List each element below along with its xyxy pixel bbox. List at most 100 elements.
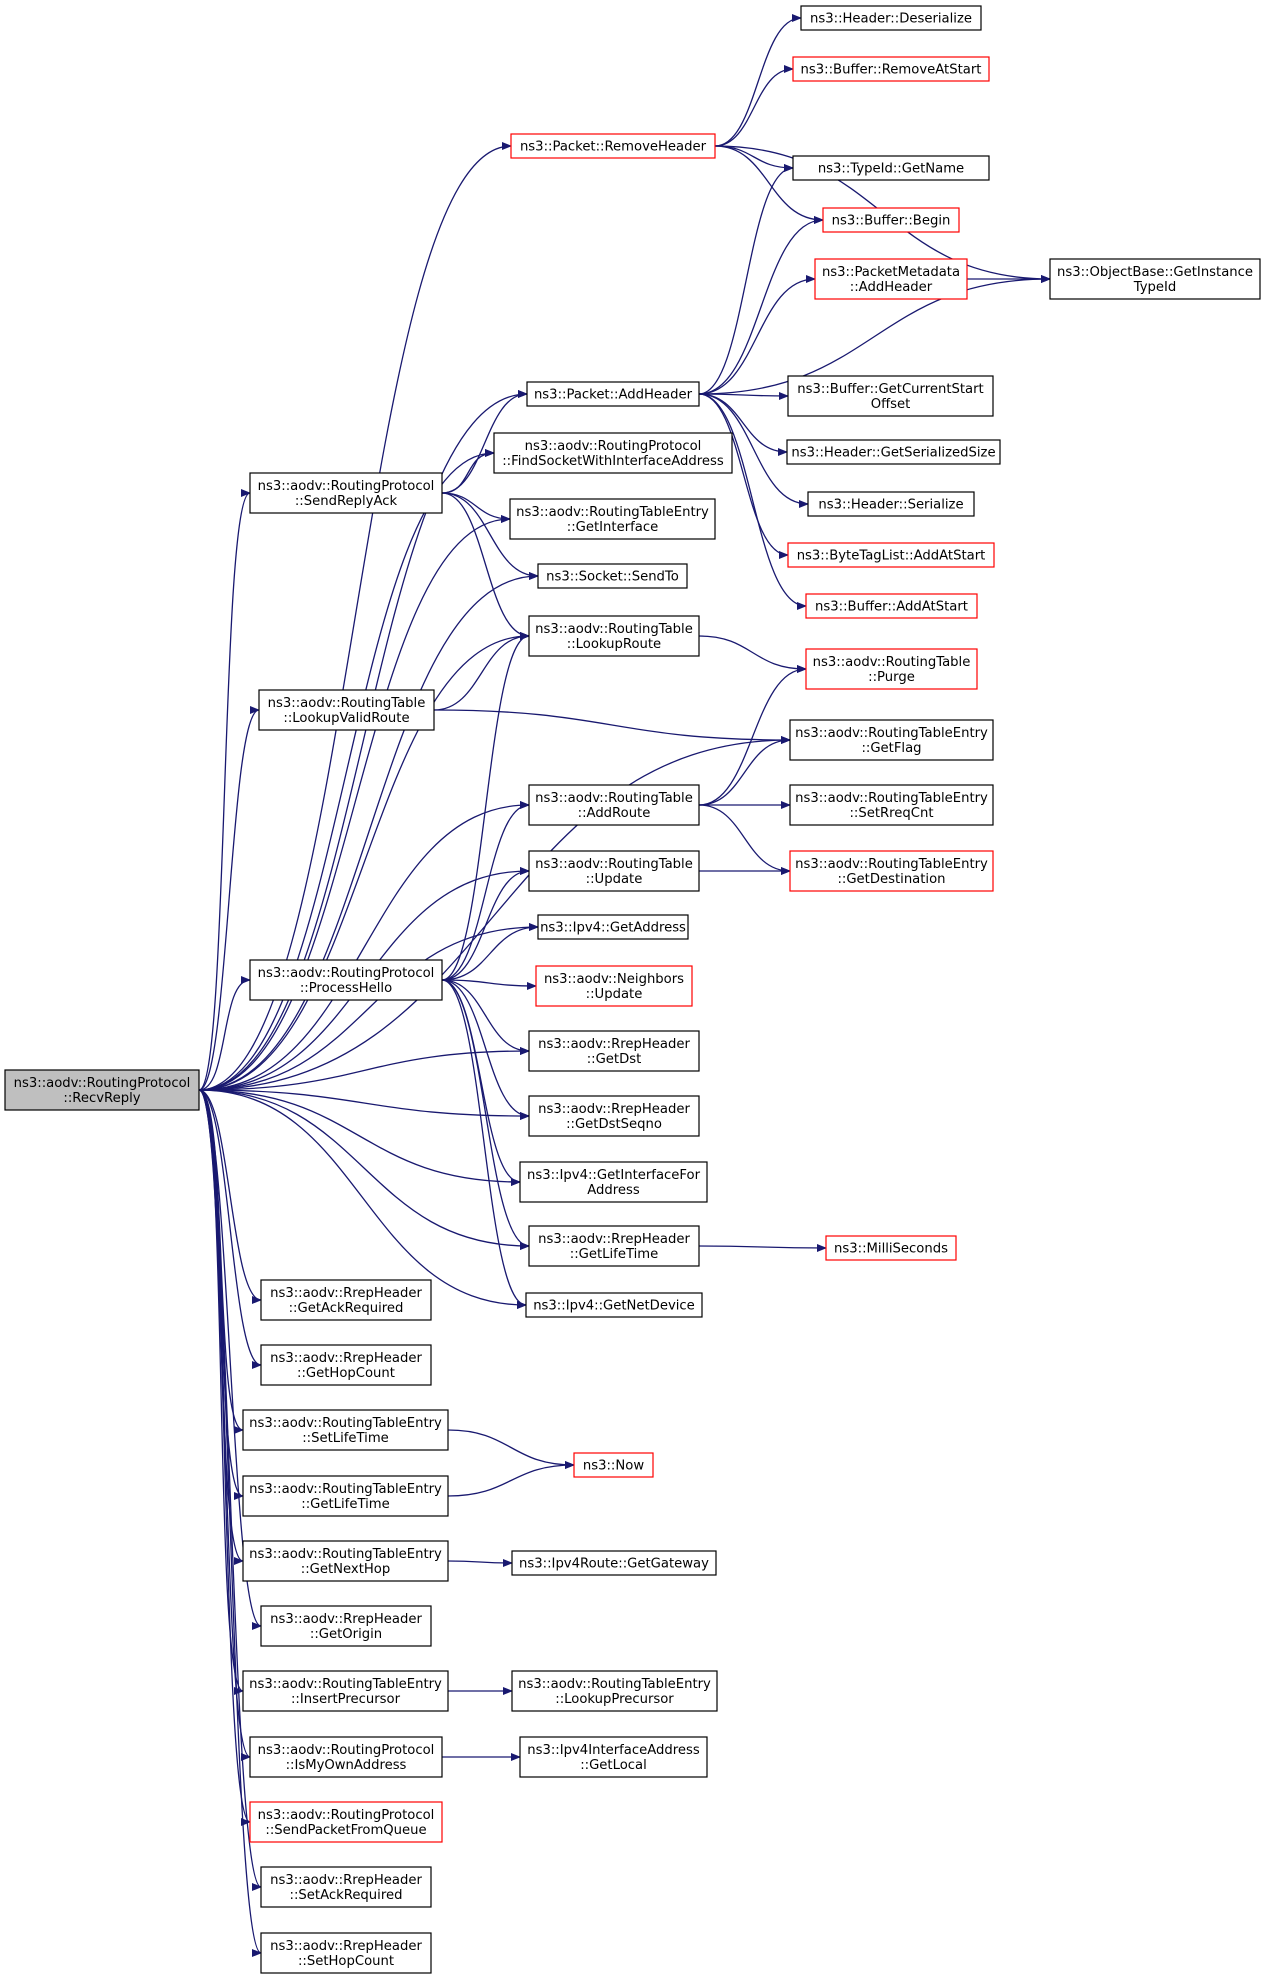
node-label: ns3::aodv::RoutingProtocol bbox=[258, 479, 435, 494]
call-edge-LookupValidRoute-to-LookupRoute bbox=[433, 632, 530, 711]
call-edge-RecvReply-to-GetFlag bbox=[198, 736, 791, 1091]
node-box bbox=[787, 375, 994, 417]
call-edge-ProcessHello-to-AddRoute bbox=[441, 801, 530, 981]
node-box bbox=[509, 498, 716, 540]
node-IsMyOwnAddress[interactable]: ns3::aodv::RoutingProtocol::IsMyOwnAddre… bbox=[249, 1736, 443, 1778]
node-label: ns3::aodv::RrepHeader bbox=[270, 1612, 422, 1627]
node-label: ::SetRreqCnt bbox=[849, 806, 933, 821]
node-RTUpdate[interactable]: ns3::aodv::RoutingTable::Update bbox=[528, 850, 700, 892]
node-GetInterfaceRTE[interactable]: ns3::aodv::RoutingTableEntry::GetInterfa… bbox=[509, 498, 716, 540]
node-box bbox=[510, 133, 716, 159]
node-GetNextHop[interactable]: ns3::aodv::RoutingTableEntry::GetNextHop bbox=[242, 1540, 449, 1582]
node-box bbox=[789, 850, 994, 892]
node-ByteTagAddAtStart[interactable]: ns3::ByteTagList::AddAtStart bbox=[787, 542, 995, 568]
node-box bbox=[242, 1670, 449, 1712]
node-GetNetDevice[interactable]: ns3::Ipv4::GetNetDevice bbox=[525, 1292, 703, 1318]
node-GetLocal[interactable]: ns3::Ipv4InterfaceAddress::GetLocal bbox=[519, 1736, 708, 1778]
node-NeighborsUpdate[interactable]: ns3::aodv::Neighbors::Update bbox=[535, 965, 693, 1007]
node-label: ::Update bbox=[586, 872, 643, 887]
node-RemoveAtStart[interactable]: ns3::Buffer::RemoveAtStart bbox=[792, 56, 990, 82]
node-LookupRoute[interactable]: ns3::aodv::RoutingTable::LookupRoute bbox=[528, 615, 700, 657]
node-GetDst[interactable]: ns3::aodv::RrepHeader::GetDst bbox=[528, 1030, 700, 1072]
node-LookupPrecursor[interactable]: ns3::aodv::RoutingTableEntry::LookupPrec… bbox=[511, 1670, 718, 1712]
node-label: ns3::Buffer::AddAtStart bbox=[815, 600, 968, 615]
call-edge-AddHeader-to-PMAddHeader bbox=[698, 275, 816, 395]
node-GetLifeTimeRTE[interactable]: ns3::aodv::RoutingTableEntry::GetLifeTim… bbox=[242, 1475, 449, 1517]
call-edge-RecvReply-to-RemoveHeader bbox=[198, 142, 512, 1091]
node-SetLifeTimeRTE[interactable]: ns3::aodv::RoutingTableEntry::SetLifeTim… bbox=[242, 1409, 449, 1451]
node-AddHeader[interactable]: ns3::Packet::AddHeader bbox=[526, 381, 700, 407]
node-BufferAddAtStart[interactable]: ns3::Buffer::AddAtStart bbox=[805, 593, 978, 619]
node-LookupValidRoute[interactable]: ns3::aodv::RoutingTable::LookupValidRout… bbox=[258, 689, 435, 731]
call-edge-RecvReply-to-GetOrigin bbox=[198, 1089, 262, 1630]
node-Purge[interactable]: ns3::aodv::RoutingTable::Purge bbox=[805, 648, 978, 690]
node-GetFlag[interactable]: ns3::aodv::RoutingTableEntry::GetFlag bbox=[789, 719, 994, 761]
call-edge-SendReplyAck-to-GetInterfaceRTE bbox=[441, 492, 511, 523]
call-edge-ProcessHello-to-LookupRoute bbox=[441, 632, 530, 981]
node-label: ns3::Packet::AddHeader bbox=[534, 388, 693, 403]
node-label: ::SendReplyAck bbox=[295, 494, 398, 509]
node-GetAddress[interactable]: ns3::Ipv4::GetAddress bbox=[537, 914, 689, 940]
node-InsertPrecursor[interactable]: ns3::aodv::RoutingTableEntry::InsertPrec… bbox=[242, 1670, 449, 1712]
node-label: ns3::Packet::RemoveHeader bbox=[520, 140, 707, 155]
node-label: ns3::aodv::RrepHeader bbox=[270, 1351, 422, 1366]
node-GetName[interactable]: ns3::TypeId::GetName bbox=[792, 155, 990, 181]
node-SetRreqCnt[interactable]: ns3::aodv::RoutingTableEntry::SetRreqCnt bbox=[789, 784, 994, 826]
node-ProcessHello[interactable]: ns3::aodv::RoutingProtocol::ProcessHello bbox=[249, 959, 443, 1001]
node-SendPacketFromQueue[interactable]: ns3::aodv::RoutingProtocol::SendPacketFr… bbox=[249, 1801, 443, 1843]
node-label: ns3::aodv::RoutingTableEntry bbox=[249, 1482, 442, 1497]
node-MilliSeconds[interactable]: ns3::MilliSeconds bbox=[825, 1235, 957, 1261]
call-edge-RemoveHeader-to-Deserialize bbox=[714, 14, 802, 147]
node-RemoveHeader[interactable]: ns3::Packet::RemoveHeader bbox=[510, 133, 716, 159]
node-GetOrigin[interactable]: ns3::aodv::RrepHeader::GetOrigin bbox=[260, 1605, 432, 1647]
node-AddRoute[interactable]: ns3::aodv::RoutingTable::AddRoute bbox=[528, 784, 700, 826]
node-label: Address bbox=[587, 1183, 640, 1198]
node-GetSerializedSize[interactable]: ns3::Header::GetSerializedSize bbox=[786, 439, 1001, 465]
node-PMAddHeader[interactable]: ns3::PacketMetadata::AddHeader bbox=[814, 258, 968, 300]
node-box bbox=[814, 258, 968, 300]
node-GetDestination[interactable]: ns3::aodv::RoutingTableEntry::GetDestina… bbox=[789, 850, 994, 892]
node-box bbox=[800, 5, 982, 31]
node-SetAckRequired[interactable]: ns3::aodv::RrepHeader::SetAckRequired bbox=[260, 1866, 432, 1908]
call-edge-RecvReply-to-GetHopCount bbox=[198, 1089, 262, 1369]
node-label: ns3::aodv::RoutingTableEntry bbox=[518, 1677, 711, 1692]
node-GetGateway[interactable]: ns3::Ipv4Route::GetGateway bbox=[511, 1550, 717, 1576]
node-GetDstSeqno[interactable]: ns3::aodv::RrepHeader::GetDstSeqno bbox=[528, 1095, 700, 1137]
call-edge-RecvReply-to-InsertPrecursor bbox=[198, 1089, 244, 1695]
call-edge-RecvReply-to-GetAckRequired bbox=[198, 1089, 262, 1304]
node-label: ns3::Ipv4::GetInterfaceFor bbox=[527, 1168, 701, 1183]
call-edge-RemoveHeader-to-Begin bbox=[714, 145, 824, 224]
node-label: ns3::aodv::RrepHeader bbox=[270, 1286, 422, 1301]
call-edge-AddRoute-to-GetFlag bbox=[698, 736, 791, 806]
node-label: ns3::Socket::SendTo bbox=[546, 570, 679, 585]
node-Deserialize[interactable]: ns3::Header::Deserialize bbox=[800, 5, 982, 31]
call-edge-ProcessHello-to-NeighborsUpdate bbox=[441, 979, 537, 990]
node-label: ::AddRoute bbox=[578, 806, 651, 821]
node-box bbox=[825, 1235, 957, 1261]
node-label: ns3::Buffer::Begin bbox=[832, 214, 951, 229]
node-SendReplyAck[interactable]: ns3::aodv::RoutingProtocol::SendReplyAck bbox=[249, 472, 443, 514]
node-GetHopCount[interactable]: ns3::aodv::RrepHeader::GetHopCount bbox=[260, 1344, 432, 1386]
call-edge-SendReplyAck-to-FindSocket bbox=[441, 449, 495, 494]
node-label: ns3::Header::Deserialize bbox=[810, 12, 972, 27]
node-SetHopCount[interactable]: ns3::aodv::RrepHeader::SetHopCount bbox=[260, 1932, 432, 1974]
node-Begin[interactable]: ns3::Buffer::Begin bbox=[822, 207, 960, 233]
node-label: ::GetHopCount bbox=[297, 1366, 395, 1381]
node-box bbox=[519, 1161, 708, 1203]
node-Serialize[interactable]: ns3::Header::Serialize bbox=[807, 491, 975, 517]
node-GetLifeTimeRrep[interactable]: ns3::aodv::RrepHeader::GetLifeTime bbox=[528, 1225, 700, 1267]
node-RecvReply[interactable]: ns3::aodv::RoutingProtocol::RecvReply bbox=[4, 1069, 200, 1111]
node-Now[interactable]: ns3::Now bbox=[573, 1452, 654, 1478]
node-label: ns3::aodv::RoutingTable bbox=[535, 622, 693, 637]
node-box bbox=[519, 1736, 708, 1778]
call-edge-AddHeader-to-Serialize bbox=[698, 393, 809, 508]
node-SendTo[interactable]: ns3::Socket::SendTo bbox=[537, 563, 688, 589]
node-GetAckRequired[interactable]: ns3::aodv::RrepHeader::GetAckRequired bbox=[260, 1279, 432, 1321]
call-edge-ProcessHello-to-RTUpdate bbox=[441, 867, 530, 981]
node-FindSocket[interactable]: ns3::aodv::RoutingProtocol::FindSocketWi… bbox=[493, 432, 733, 474]
node-label: ns3::aodv::RoutingProtocol bbox=[258, 966, 435, 981]
node-box bbox=[242, 1540, 449, 1582]
